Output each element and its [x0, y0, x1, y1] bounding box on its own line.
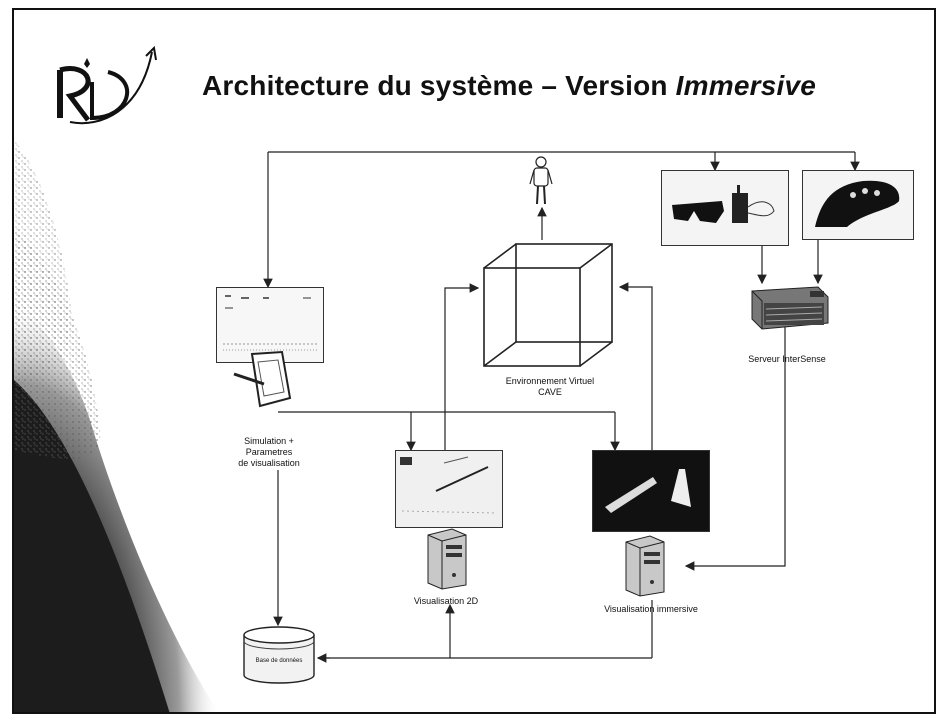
simulation-label: Simulation + Parametres de visualisation — [238, 436, 300, 468]
slide-title: Architecture du système – Version Immers… — [202, 70, 816, 101]
tracking-glasses-icon — [661, 170, 789, 246]
cave-label: Environnement Virtuel CAVE — [505, 376, 595, 397]
vis2d-screen — [395, 450, 503, 528]
visimm-screen — [592, 450, 710, 532]
slide-frame — [12, 8, 936, 714]
server-label: Serveur InterSense — [748, 354, 826, 364]
cave-cube — [480, 240, 620, 372]
person-icon — [528, 156, 554, 206]
database-label: Base de données — [255, 658, 303, 664]
database-cylinder-icon — [240, 625, 318, 685]
tablet-icon — [228, 350, 296, 410]
rack-server-icon — [738, 283, 832, 335]
tower-computer-icon — [422, 525, 472, 591]
tower-computer-icon — [620, 532, 670, 598]
vis2d-label: Visualisation 2D — [413, 596, 479, 606]
visimm-label: Visualisation immersive — [604, 604, 698, 614]
wand-controller-icon — [802, 170, 914, 240]
